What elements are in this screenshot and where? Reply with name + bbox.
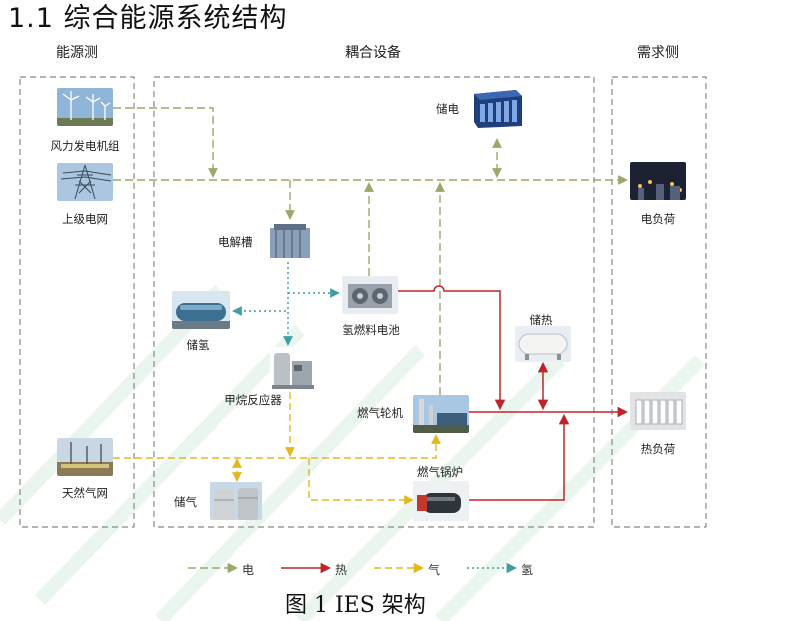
legend-elec-label: 电	[242, 563, 255, 577]
gas-boiler-image	[413, 481, 469, 521]
wind-label: 风力发电机组	[50, 139, 120, 153]
heat-load-label: 热负荷	[640, 442, 676, 456]
fuelcell-heat-line	[398, 285, 506, 411]
section-heading: 1.1 综合能源系统结构	[8, 3, 288, 34]
elec-load-label: 电负荷	[640, 212, 676, 226]
gas-to-boiler-line	[308, 458, 414, 505]
methanation-reactor-image	[270, 347, 316, 391]
heat-storage-image	[515, 326, 571, 362]
boiler-heat-line	[469, 413, 570, 501]
battery-image	[470, 86, 526, 130]
hydrogen-storage-label: 储氢	[186, 338, 210, 352]
gas-storage-label: 储气	[174, 495, 197, 509]
gas-grid-label: 天然气网	[62, 486, 108, 500]
grid-label: 上级电网	[62, 212, 108, 226]
legend-hydrogen-label: 氢	[521, 563, 534, 577]
hydrogen-storage-image	[172, 291, 230, 329]
legend-heat-label: 热	[335, 563, 348, 577]
electrolyzer-image	[266, 222, 314, 262]
figure-caption: 图 1 IES 架构	[285, 593, 426, 618]
source-frame	[19, 76, 135, 528]
heat-load-image	[630, 392, 686, 430]
coupling-column-title: 耦合设备	[345, 45, 401, 61]
gas-turbine-image	[413, 395, 469, 433]
electrolyzer-label: 电解槽	[218, 235, 253, 249]
source-column-title: 能源测	[56, 45, 98, 61]
electric-load-image	[630, 162, 686, 200]
methanation-label: 甲烷反应器	[224, 393, 282, 407]
legend-gas-label: 气	[428, 563, 441, 577]
gas-boiler-label: 燃气锅炉	[417, 465, 463, 479]
gas-network-image	[57, 438, 113, 476]
battery-label: 储电	[436, 102, 459, 116]
fuel-cell-image	[342, 276, 398, 314]
wind-turbine-image	[57, 88, 113, 126]
heat-storage-label: 储热	[529, 313, 553, 327]
demand-column-title: 需求侧	[637, 45, 679, 61]
gas-turbine-label: 燃气轮机	[357, 406, 403, 420]
gas-storage-image	[210, 482, 262, 520]
gas-main-line	[113, 434, 441, 459]
demand-frame	[611, 76, 707, 528]
coupling-frame	[153, 76, 595, 528]
wind-to-bus-line	[113, 107, 218, 178]
power-grid-image	[57, 163, 113, 201]
fuel-cell-label: 氢燃料电池	[342, 323, 400, 337]
